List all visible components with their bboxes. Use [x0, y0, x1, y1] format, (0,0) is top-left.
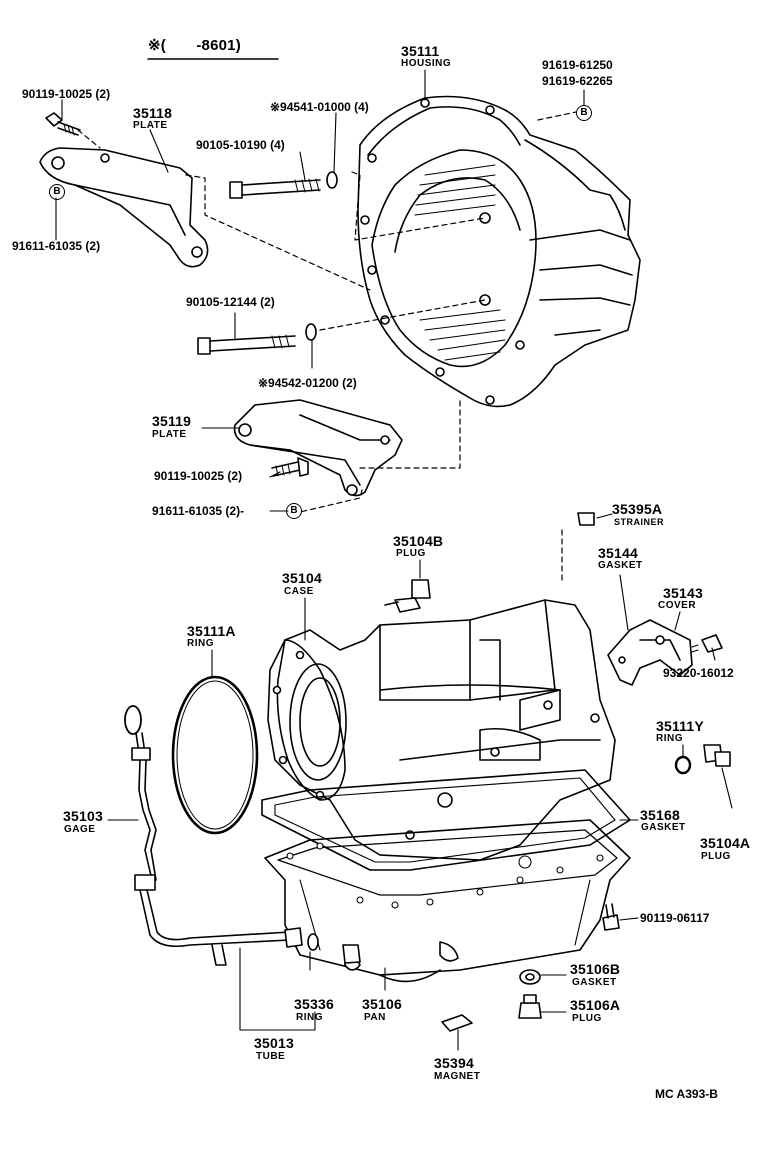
callout-35103-num: 35103 [63, 808, 103, 824]
header-note: ※( -8601) [148, 37, 241, 54]
ring-35111Y-drawing [674, 755, 692, 775]
callout-35119-num: 35119 [152, 413, 192, 429]
washer-94542 [305, 323, 317, 341]
callout-35143-num: 35143 [663, 585, 703, 601]
bolt-90119-10025-mid [271, 457, 309, 477]
callout-35119-name: PLATE [152, 429, 187, 440]
figure-code: MC A393-B [655, 1087, 718, 1101]
part-90119-10025-top: 90119-10025 (2) [22, 87, 111, 101]
callout-35103-name: GAGE [64, 824, 96, 835]
assembly-lines [77, 111, 577, 581]
callout-35106B-name: GASKET [572, 977, 617, 988]
callout-35118-name: PLATE [133, 120, 168, 131]
ring-35111A-drawing [171, 675, 259, 835]
pan-drawing [264, 819, 631, 983]
washer-94541 [326, 171, 338, 189]
callout-35168-name: GASKET [641, 822, 686, 833]
part-94542-01200: ※94542-01200 (2) [258, 376, 357, 390]
housing-drawing [357, 95, 641, 408]
callout-35104-name: CASE [284, 586, 314, 597]
callout-35394-name: MAGNET [434, 1071, 481, 1082]
callout-35106A-num: 35106A [570, 997, 621, 1013]
part-91619-61250: 91619-61250 [542, 58, 613, 72]
gasket-35106B-drawing [519, 969, 541, 985]
plug-35106A-drawing [518, 994, 542, 1019]
part-91619-62265: 91619-62265 [542, 74, 613, 88]
cover-drawing [607, 619, 693, 686]
callout-35104B-name: PLUG [396, 548, 426, 559]
callout-35336-num: 35336 [294, 996, 334, 1012]
part-93220-16012: 93220-16012 [663, 666, 734, 680]
part-90105-10190: 90105-10190 (4) [196, 138, 285, 152]
marker-b-plate-35119: B [286, 503, 302, 519]
gasket-35168-drawing [261, 769, 631, 871]
callout-35111A-name: RING [187, 638, 214, 649]
magnet-drawing [441, 1014, 473, 1032]
callout-35118-num: 35118 [133, 105, 173, 121]
callout-35111A-num: 35111A [187, 623, 236, 639]
callout-35143-name: COVER [658, 600, 697, 611]
part-94541-01000: ※94541-01000 (4) [270, 100, 369, 114]
gage-drawing [124, 705, 157, 891]
callout-35111Y-num: 35111Y [656, 718, 704, 734]
marker-b-housing: B [576, 105, 592, 121]
part-90119-10025-mid: 90119-10025 (2) [154, 469, 243, 483]
callout-35395A-name: STRAINER [614, 517, 665, 527]
part-91611-61035-mid: 91611-61035 (2)- [152, 504, 245, 518]
marker-b-plate-35118: B [49, 184, 65, 200]
callout-35013-num: 35013 [254, 1035, 294, 1051]
callout-35394-num: 35394 [434, 1055, 474, 1071]
bolt-90105-10190 [229, 178, 321, 199]
plug-35104B-drawing [384, 579, 431, 613]
callout-35104B-num: 35104B [393, 533, 444, 549]
bolt-90119-10025-top [45, 112, 81, 136]
part-90119-06117: 90119-06117 [640, 911, 710, 925]
plug-35104A-drawing [703, 744, 731, 767]
callout-35013-name: TUBE [256, 1051, 286, 1062]
callout-35106-num: 35106 [362, 996, 402, 1012]
callout-35144-name: GASKET [598, 560, 643, 571]
ring-35336-drawing [307, 933, 319, 951]
bolt-93220-drawing [691, 634, 723, 653]
callout-35395A-num: 35395A [612, 501, 663, 517]
part-90105-12144: 90105-12144 (2) [186, 295, 275, 309]
callout-35106-name: PAN [364, 1012, 386, 1023]
callout-35111Y-name: RING [656, 733, 683, 744]
callout-35104A-name: PLUG [701, 851, 731, 862]
part-91611-61035-top: 91611-61035 (2) [12, 239, 101, 253]
case-drawing [267, 599, 616, 861]
bolt-90119-06117-drawing [602, 903, 620, 931]
leader-lines [55, 69, 733, 1051]
plate-35119-drawing [233, 399, 403, 497]
bolt-90105-12144 [197, 334, 296, 355]
callout-35168-num: 35168 [640, 807, 680, 823]
callout-35106A-name: PLUG [572, 1013, 602, 1024]
plate-35118-drawing [39, 147, 209, 268]
callout-35111-name: HOUSING [401, 58, 452, 69]
callout-35144-num: 35144 [598, 545, 638, 561]
strainer-drawing [577, 512, 595, 526]
callout-35104-num: 35104 [282, 570, 322, 586]
callout-35106B-num: 35106B [570, 961, 621, 977]
callout-35104A-num: 35104A [700, 835, 751, 851]
callout-35336-name: RING [296, 1012, 323, 1023]
callout-35111-num: 35111 [401, 43, 440, 59]
tube-drawing [139, 889, 303, 966]
